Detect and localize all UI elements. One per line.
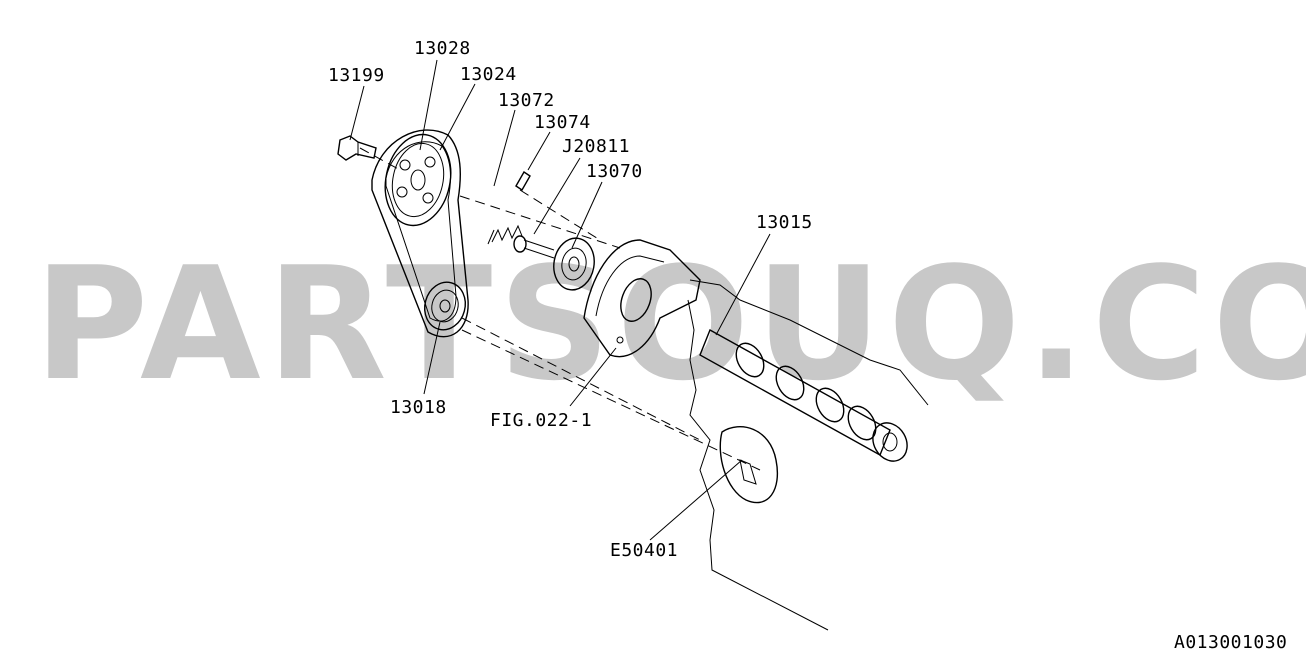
diagram-code: A013001030 [1174,632,1287,653]
camshaft-sprocket[interactable] [377,128,459,231]
callout-e50401[interactable]: E50401 [610,540,678,561]
cylinder-head-outline [687,279,929,631]
callout-j20811[interactable]: J20811 [562,136,630,157]
seal-housing[interactable] [719,426,778,504]
callout-13070[interactable]: 13070 [586,161,643,182]
watermark-text: PARTSOUQ.COM [34,233,1306,415]
idler-pulley[interactable] [550,235,598,293]
bolt-j20811[interactable] [513,235,555,259]
callout-13015[interactable]: 13015 [756,212,813,233]
callout-13018[interactable]: 13018 [390,397,447,418]
pin-13074[interactable] [515,171,531,191]
belt-cover[interactable] [583,239,701,358]
assembly-lines [359,147,761,471]
tensioner-spring[interactable] [487,224,523,245]
callout-fig-022-1[interactable]: FIG.022-1 [490,410,592,431]
callout-13024[interactable]: 13024 [460,64,517,85]
camshaft[interactable] [699,329,914,467]
callout-13028[interactable]: 13028 [414,38,471,59]
bolt-13199[interactable] [337,135,377,161]
callout-13074[interactable]: 13074 [534,112,591,133]
leader-lines [349,59,771,541]
callout-13072[interactable]: 13072 [498,90,555,111]
callout-13199[interactable]: 13199 [328,65,385,86]
